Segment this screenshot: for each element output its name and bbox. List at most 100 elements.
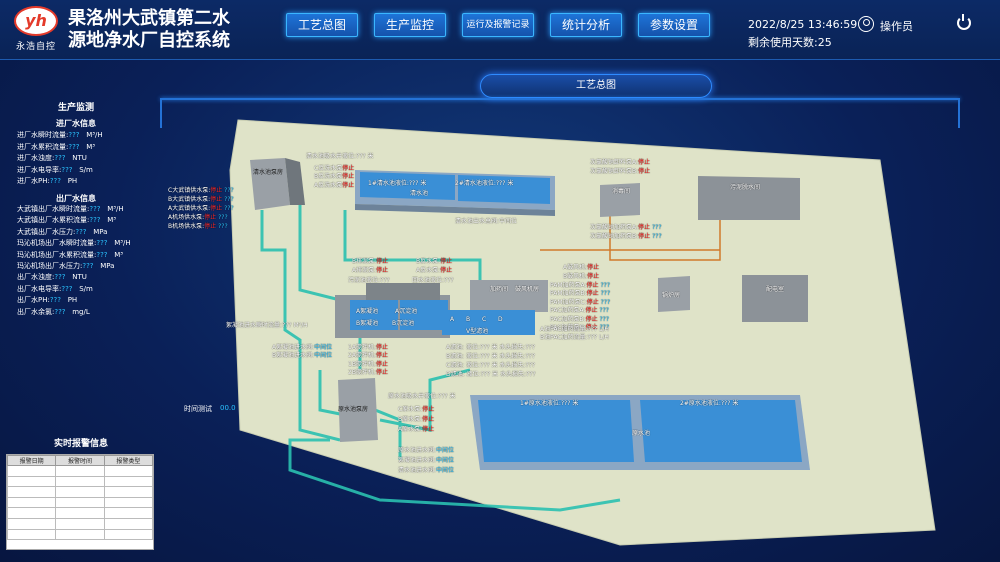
nav-operation-alarm-log[interactable]: 运行及报警记录: [462, 13, 534, 37]
user-label[interactable]: 操作员: [880, 20, 913, 33]
alarm-table[interactable]: 报警日期 报警时间 报警类型: [6, 454, 154, 550]
row-unit: M³/H: [114, 239, 131, 248]
supply-pump-0: C大武镇供水泵:停止 ???: [168, 187, 234, 194]
row-value: ???: [49, 177, 61, 186]
main-title: 工艺总图: [480, 74, 712, 98]
row-value: ???: [68, 131, 80, 139]
nav-settings[interactable]: 参数设置: [638, 13, 710, 37]
filter-stat-3: D滤池: 液位:??? 米 水头损失:???: [446, 371, 536, 378]
row-unit: NTU: [72, 154, 87, 163]
alarm-title: 实时报警信息: [54, 439, 109, 449]
row-label: 出厂水余氯:: [17, 307, 55, 316]
return-tank-level: 回水池液位:???: [412, 277, 454, 284]
outlet-row: 出厂水浊度:??? NTU: [17, 272, 87, 282]
coag-b-label: B絮凝池: [356, 320, 379, 327]
row-unit: M³/H: [107, 205, 124, 213]
coag-a-label: A絮凝池: [356, 308, 379, 315]
inlet-row: 进厂水瞬时流量:??? M³/H: [17, 130, 103, 140]
dose-pump-4: PAC加药泵B:停止 ???: [550, 315, 610, 323]
nav-production-monitor[interactable]: 生产监控: [374, 13, 446, 37]
alarm-col-type: 报警类型: [103, 455, 154, 466]
clear-tank-label: 清水池: [410, 190, 429, 197]
row-label: 出厂水PH:: [17, 296, 50, 305]
nav-process-overview[interactable]: 工艺总图: [286, 13, 358, 37]
row-label: 进厂水瞬时流量:: [17, 131, 69, 139]
nav-statistics[interactable]: 统计分析: [550, 13, 622, 37]
mixer-1: 2A搅拌机:停止: [348, 352, 388, 360]
naclo-unload-a: 次氯酸钠卸料泵A:停止: [590, 159, 651, 166]
outlet-row: 玛沁机场出厂水瞬时流量:??? M³/H: [17, 238, 131, 248]
user-icon[interactable]: [858, 16, 874, 32]
inlet-row: 进厂水PH:??? PH: [17, 176, 77, 186]
inlet-row: 进厂水累积流量:??? M³: [17, 142, 95, 152]
raw-pump-house: [338, 378, 378, 442]
clear-tank2-level: 2#清水池液位:??? 米: [455, 180, 514, 187]
blower-room-label: 鼓风机房: [515, 286, 540, 293]
supply-pump-4: B机场供水泵:停止 ???: [168, 223, 228, 230]
logo-mark: yh: [14, 6, 58, 36]
row-value: ???: [68, 142, 80, 151]
filter-D: D: [498, 316, 503, 323]
time-test-label: 时间测试: [184, 405, 212, 413]
filter-A: A: [450, 316, 455, 323]
coag-inlet-a: A絮凝池进水阀:中间位: [272, 344, 333, 351]
inlet-row: 进厂水电导率:??? S/m: [17, 165, 93, 175]
boiler-building: [658, 276, 690, 312]
clear-outlet-valve: 清水池出水总阀:中间位: [455, 218, 518, 225]
remaining-days: 剩余使用天数:25: [748, 36, 832, 49]
fan-b: B鼓风机:停止: [563, 273, 600, 280]
clear-pump-room-label: 清水池泵房: [253, 169, 284, 176]
row-value: ???: [49, 296, 61, 305]
row-unit: PH: [67, 296, 78, 305]
alarm-row: [6, 528, 154, 541]
dosing-building: [470, 280, 548, 312]
power-icon[interactable]: [957, 14, 971, 30]
production-monitor-title: 生产监测: [58, 103, 95, 113]
raw-water-tank: [470, 395, 810, 470]
row-value: ???: [54, 273, 66, 282]
raw-tank2-level: 2#原水池液位:??? 米: [680, 400, 739, 407]
power-building: [742, 275, 808, 322]
datetime: 2022/8/25 13:46:59: [748, 18, 858, 31]
wash-pump-b: B反水泵:停止: [416, 258, 453, 265]
row-label: 玛沁机场出厂水瞬时流量:: [17, 239, 97, 248]
naclo-dose-b: 次氯酸钠加药泵B:停止 ???: [590, 233, 662, 240]
dose-pump-0: PAM加药泵A:停止 ???: [550, 282, 611, 289]
raw-tank-label: 原水池: [632, 430, 651, 437]
dose-pump-2: PAM加药泵C:停止 ???: [550, 298, 611, 306]
row-label: 进厂水PH:: [17, 177, 50, 186]
boiler-label: 锅炉房: [662, 292, 681, 299]
sludge-pump-b: B排泥泵:停止: [352, 258, 389, 265]
pac-flow-b: B池PAC加药流量:??? L/H: [540, 334, 609, 341]
row-value: ???: [61, 165, 73, 174]
sludge-room-label: 污泥脱水间: [730, 184, 761, 191]
row-value: ???: [75, 227, 87, 236]
row-unit: NTU: [72, 273, 87, 282]
frame-line: [160, 98, 960, 100]
dose-pump-5: PAC加药泵C:停止 ???: [550, 324, 610, 331]
fan-a: A鼓风机:停止: [563, 264, 600, 271]
row-label: 出厂水电导率:: [17, 284, 62, 293]
filter-stat-0: A滤池: 液位:??? 米 水头损失:???: [446, 344, 535, 351]
row-label: 大武镇出厂水瞬时流量:: [17, 205, 90, 213]
sed-b-label: B沉淀池: [392, 320, 415, 327]
supply-pump-3: A机场供水泵:停止 ???: [168, 214, 228, 221]
outlet-row: 玛沁机场出厂水压力:??? MPa: [17, 261, 114, 271]
raw-suction-level: 原水池吸水井液位:??? 米: [388, 393, 456, 400]
sed-a-label: A沉淀池: [395, 308, 418, 315]
raw-valve-0: 原水池进水阀:中间位: [398, 447, 455, 454]
row-label: 出厂水浊度:: [17, 273, 55, 282]
app-title-line1: 果洛州大武镇第二水: [68, 8, 230, 29]
raw-pump-2: A原水泵:停止: [398, 426, 435, 433]
backwash-pump-a: A反洗水泵停止: [314, 182, 355, 189]
filter-stat-1: B滤池: 液位:??? 米 水头损失:???: [446, 353, 536, 360]
supply-pump-1: B大武镇供水泵:停止 ???: [168, 196, 234, 203]
naclo-dose-a: 次氯酸钠加药泵A:停止 ???: [590, 224, 662, 231]
row-unit: MPa: [100, 262, 115, 270]
row-value: ???: [82, 262, 94, 270]
filter-stat-2: C滤池: 液位:??? 米 水头损失:???: [446, 362, 536, 369]
clear-pump-house: [250, 158, 305, 210]
wash-pump-a: A反水泵:停止: [416, 267, 453, 274]
mixer-2: 1B搅拌机:停止: [348, 360, 388, 368]
